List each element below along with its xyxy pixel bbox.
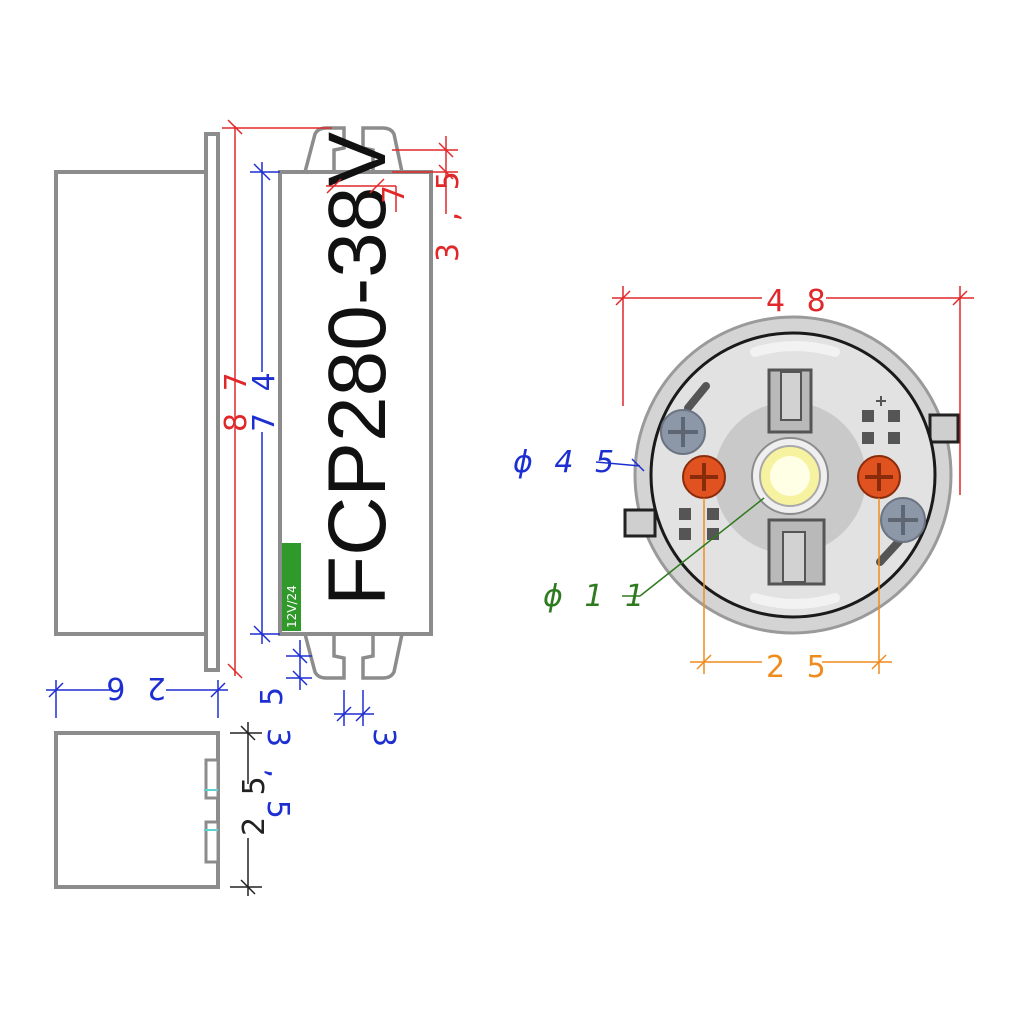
dim-3-bottom-label: 3 (366, 728, 401, 753)
voltage-badge-text: 12V/24 (285, 585, 299, 628)
dim-5-tick-2 (292, 670, 308, 686)
dim-25-tick-left (696, 654, 712, 670)
side-tab-left (623, 508, 657, 538)
phi11-label: ϕ 1 1 (543, 579, 650, 614)
bottom-clip-right (361, 632, 405, 680)
front-round-view: 4 8 (513, 280, 974, 685)
bottom-arc-highlight (750, 593, 840, 609)
wire-top-left (684, 382, 710, 412)
dim-74-tick-top (253, 163, 271, 181)
terminal-screw-left (682, 455, 726, 499)
terminal-screw-right (857, 455, 901, 499)
dim-35-top-tick-1 (438, 142, 454, 158)
side-view: 12V/24 FCP280-38V 8 7 7 4 3 , 5 7 (46, 119, 466, 825)
bottom-view-slot-2 (204, 820, 220, 864)
dim-25-terminals-label: 2 5 (766, 650, 832, 685)
grey-screw-left (660, 409, 706, 455)
mounting-flange (204, 132, 220, 672)
dim-35-bottom-tick-2 (355, 706, 371, 722)
front-body (278, 170, 433, 636)
bottom-view: 2 5 (54, 722, 272, 896)
voltage-badge (282, 543, 301, 631)
dim-5-label: 5 (255, 681, 290, 706)
dim-25-side-tick-bottom (240, 879, 256, 895)
dim-7-tick-1 (326, 178, 342, 194)
dim-5-tick-1 (292, 648, 308, 664)
side-tab-right (928, 413, 960, 444)
dim-35-top-label: 3 , 5 (431, 165, 466, 262)
phi11-leader-2 (639, 497, 765, 597)
dim-25-tick-right (871, 654, 887, 670)
terminal-pads-right (862, 396, 900, 444)
bottom-clip-left (302, 632, 346, 680)
top-clip-right (361, 126, 405, 174)
bottom-view-body (54, 731, 220, 889)
dim-74-label: 7 4 (247, 366, 282, 432)
phi45-leader (595, 461, 641, 467)
phi45-label: ϕ 4 5 (513, 445, 620, 480)
dim-25-side-label: 2 5 (237, 770, 272, 836)
dim-26-tick-left (48, 682, 64, 698)
dim-35-bottom-tick-1 (336, 706, 352, 722)
dim-7-tick-2 (369, 178, 385, 194)
dim-25-side-tick-top (240, 725, 256, 741)
model-label: FCP280-38V (312, 132, 403, 606)
dim-48-tick-left (615, 290, 631, 306)
dim-7-label: 7 (377, 179, 412, 204)
rear-housing (54, 170, 210, 636)
dim-26-tick-right (210, 682, 226, 698)
grey-screw-right (880, 497, 926, 543)
dim-74-tick-bottom (253, 625, 271, 643)
terminal-pads-left (679, 508, 719, 540)
dim-35-top-tick-2 (438, 164, 454, 180)
dim-48-label: 4 8 (766, 284, 832, 319)
top-arc-highlight (750, 341, 840, 357)
dim-35-bottom-label: 3 , 5 (260, 728, 295, 825)
bottom-view-slot-1 (204, 758, 220, 800)
dim-26-label: 2 6 (100, 670, 166, 705)
dim-87-label: 8 7 (219, 366, 254, 432)
dim-87-tick-bottom (227, 663, 243, 679)
dim-87-tick-top (227, 119, 243, 135)
dim-48-tick-right (952, 290, 968, 306)
